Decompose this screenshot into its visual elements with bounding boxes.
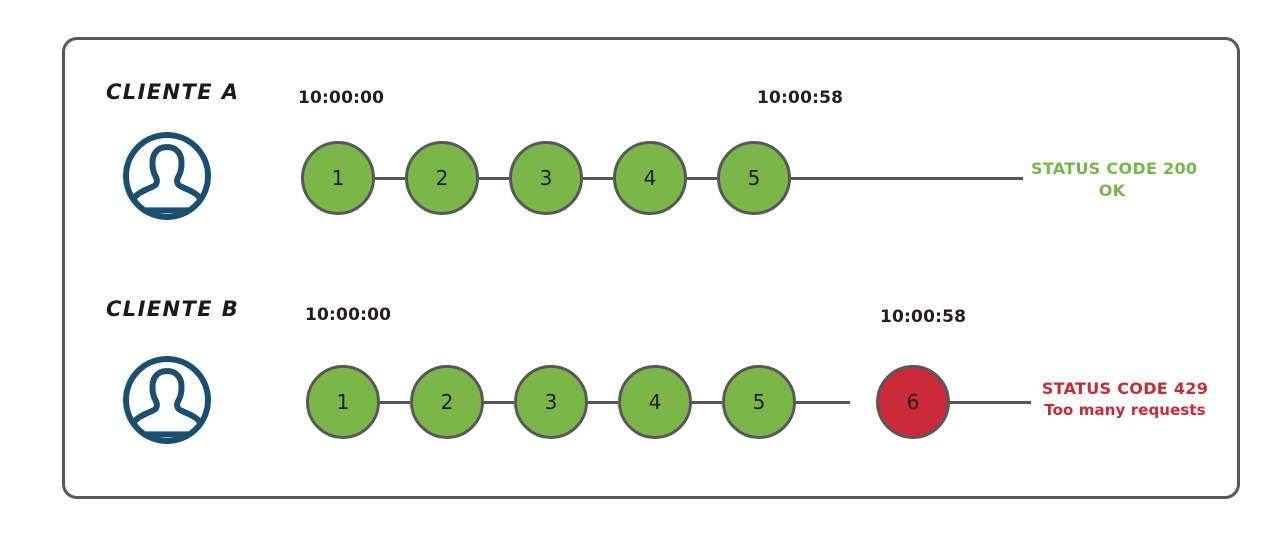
connector-a-1 <box>371 177 429 180</box>
node-number: 3 <box>544 390 558 414</box>
client-b-label: CLIENTE B <box>106 297 240 321</box>
status-code-line: STATUS CODE 200 <box>1031 159 1198 178</box>
request-node[interactable]: 4 <box>618 365 692 439</box>
request-node[interactable]: 2 <box>405 141 479 215</box>
request-node[interactable]: 5 <box>717 141 791 215</box>
node-number: 6 <box>906 390 920 414</box>
request-node[interactable]: 5 <box>722 365 796 439</box>
connector-b-2 <box>480 401 538 404</box>
connector-a-3 <box>579 177 637 180</box>
client-a-end-time: 10:00:58 <box>757 88 844 108</box>
connector-b-response <box>896 401 1031 404</box>
node-number: 5 <box>752 390 766 414</box>
status-text-line: Too many requests <box>1044 400 1206 419</box>
status-code-line: STATUS CODE 429 <box>1041 379 1209 398</box>
person-circle-icon <box>119 352 215 448</box>
client-a-label: CLIENTE A <box>106 80 240 104</box>
status-badge-error: STATUS CODE 429 Too many requests <box>1034 378 1216 420</box>
node-number: 2 <box>435 166 449 190</box>
node-number: 1 <box>331 166 345 190</box>
client-a-start-time: 10:00:00 <box>298 88 385 108</box>
request-node[interactable]: 1 <box>306 365 380 439</box>
connector-b-1 <box>376 401 434 404</box>
connector-b-4 <box>688 401 746 404</box>
connector-a-response <box>787 177 1023 180</box>
request-node[interactable]: 1 <box>301 141 375 215</box>
connector-b-5 <box>792 401 850 404</box>
client-b-end-time: 10:00:58 <box>880 307 967 327</box>
status-text-line: OK <box>1098 180 1126 200</box>
node-number: 5 <box>747 166 761 190</box>
request-node[interactable]: 3 <box>514 365 588 439</box>
node-number: 4 <box>648 390 662 414</box>
node-number: 3 <box>539 166 553 190</box>
node-number: 2 <box>440 390 454 414</box>
connector-a-4 <box>683 177 741 180</box>
connector-a-2 <box>475 177 533 180</box>
request-node[interactable]: 2 <box>410 365 484 439</box>
node-number: 4 <box>643 166 657 190</box>
connector-b-3 <box>584 401 642 404</box>
request-node[interactable]: 4 <box>613 141 687 215</box>
person-circle-icon <box>119 128 215 224</box>
request-node[interactable]: 3 <box>509 141 583 215</box>
client-b-start-time: 10:00:00 <box>305 305 392 325</box>
node-number: 1 <box>336 390 350 414</box>
request-node-rejected[interactable]: 6 <box>876 365 950 439</box>
status-badge-ok: STATUS CODE 200 OK <box>1031 158 1198 201</box>
